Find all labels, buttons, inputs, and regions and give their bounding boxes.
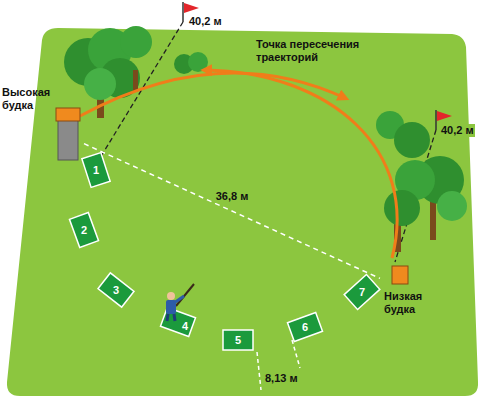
trap-house: Низкая будка (380, 262, 444, 324)
station-pad (287, 312, 322, 341)
flag-pole (435, 110, 437, 130)
tree-crown (394, 122, 430, 158)
tree-crown (437, 191, 467, 221)
station-number: 7 (359, 286, 365, 299)
distance-label: 36,8 м (214, 190, 251, 203)
tree-crown (84, 68, 116, 100)
station-number: 4 (182, 320, 188, 333)
bush-crown (188, 52, 208, 72)
shooting-station: 1 (76, 150, 116, 190)
flag (437, 111, 452, 121)
booth-label: Высокая будка (2, 86, 54, 112)
bush (174, 52, 208, 74)
shooting-station: 5 (218, 320, 258, 360)
station-number: 6 (302, 321, 308, 334)
station-number: 2 (81, 224, 87, 237)
tree-crown (120, 26, 152, 58)
flag (184, 3, 199, 13)
station-pad (160, 307, 195, 336)
distance-line (84, 144, 380, 279)
tree-crown (384, 190, 420, 226)
trajectory (80, 73, 345, 116)
shooter-leg (167, 314, 168, 321)
station-pad (69, 212, 98, 247)
distance-label: 40,2 м (440, 124, 475, 137)
dimension-line (292, 340, 300, 368)
flag-pole (182, 2, 184, 22)
dimension-line (257, 352, 261, 390)
station-number: 1 (93, 164, 99, 177)
distance-label: 40,2 м (189, 15, 222, 28)
tree-trunk (430, 200, 436, 240)
booth-label: Низкая будка (380, 290, 444, 316)
shooting-station: 2 (64, 210, 104, 250)
annotation: Точка пересечения траекторий (256, 38, 396, 64)
station-pad (223, 330, 253, 350)
booth-tower (58, 120, 78, 160)
booth-house (392, 266, 408, 284)
lawn (7, 28, 478, 396)
station-pad (82, 153, 110, 188)
shooter-arm (174, 296, 184, 303)
trap-house: Высокая будка (2, 86, 84, 164)
booth-house (56, 108, 80, 121)
shooting-station: 3 (96, 270, 136, 310)
station-pad (98, 273, 134, 307)
shooting-station: 7 (342, 272, 382, 312)
tree (64, 26, 152, 118)
shooter-head (167, 292, 175, 300)
station-number: 3 (113, 284, 119, 297)
station-shape (158, 302, 198, 342)
distance-label: 8,13 м (265, 372, 298, 385)
station-pad (344, 275, 380, 310)
shooter-leg (174, 314, 175, 321)
station-number: 5 (235, 334, 241, 347)
shooting-station: 4 (158, 302, 198, 342)
tree-trunk (133, 70, 138, 92)
shotgun (176, 284, 194, 306)
shooting-station: 6 (285, 307, 325, 347)
trajectory (205, 70, 397, 258)
